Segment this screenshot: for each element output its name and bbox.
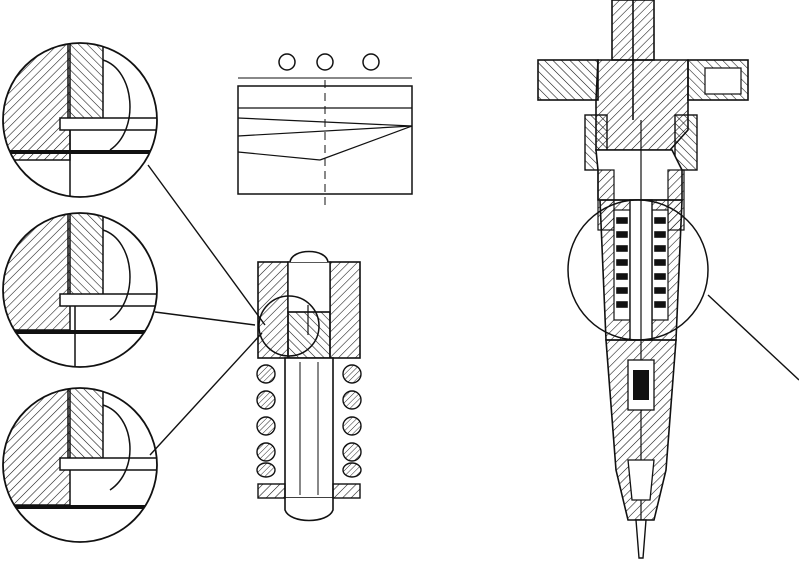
timing-marker-2 [317, 54, 333, 70]
leader-middle-detail [155, 312, 255, 325]
timing-marker-3 [363, 54, 379, 70]
leader-bottom-detail [150, 333, 262, 455]
detail-view-middle [0, 210, 160, 370]
detail-view-top [0, 40, 160, 200]
leader-injector-detail [708, 295, 799, 380]
plunger-assembly [257, 252, 361, 521]
detail-view-bottom [0, 385, 160, 542]
timing-marker-1 [279, 54, 295, 70]
injector-body [538, 0, 748, 558]
timing-chart [238, 54, 412, 205]
